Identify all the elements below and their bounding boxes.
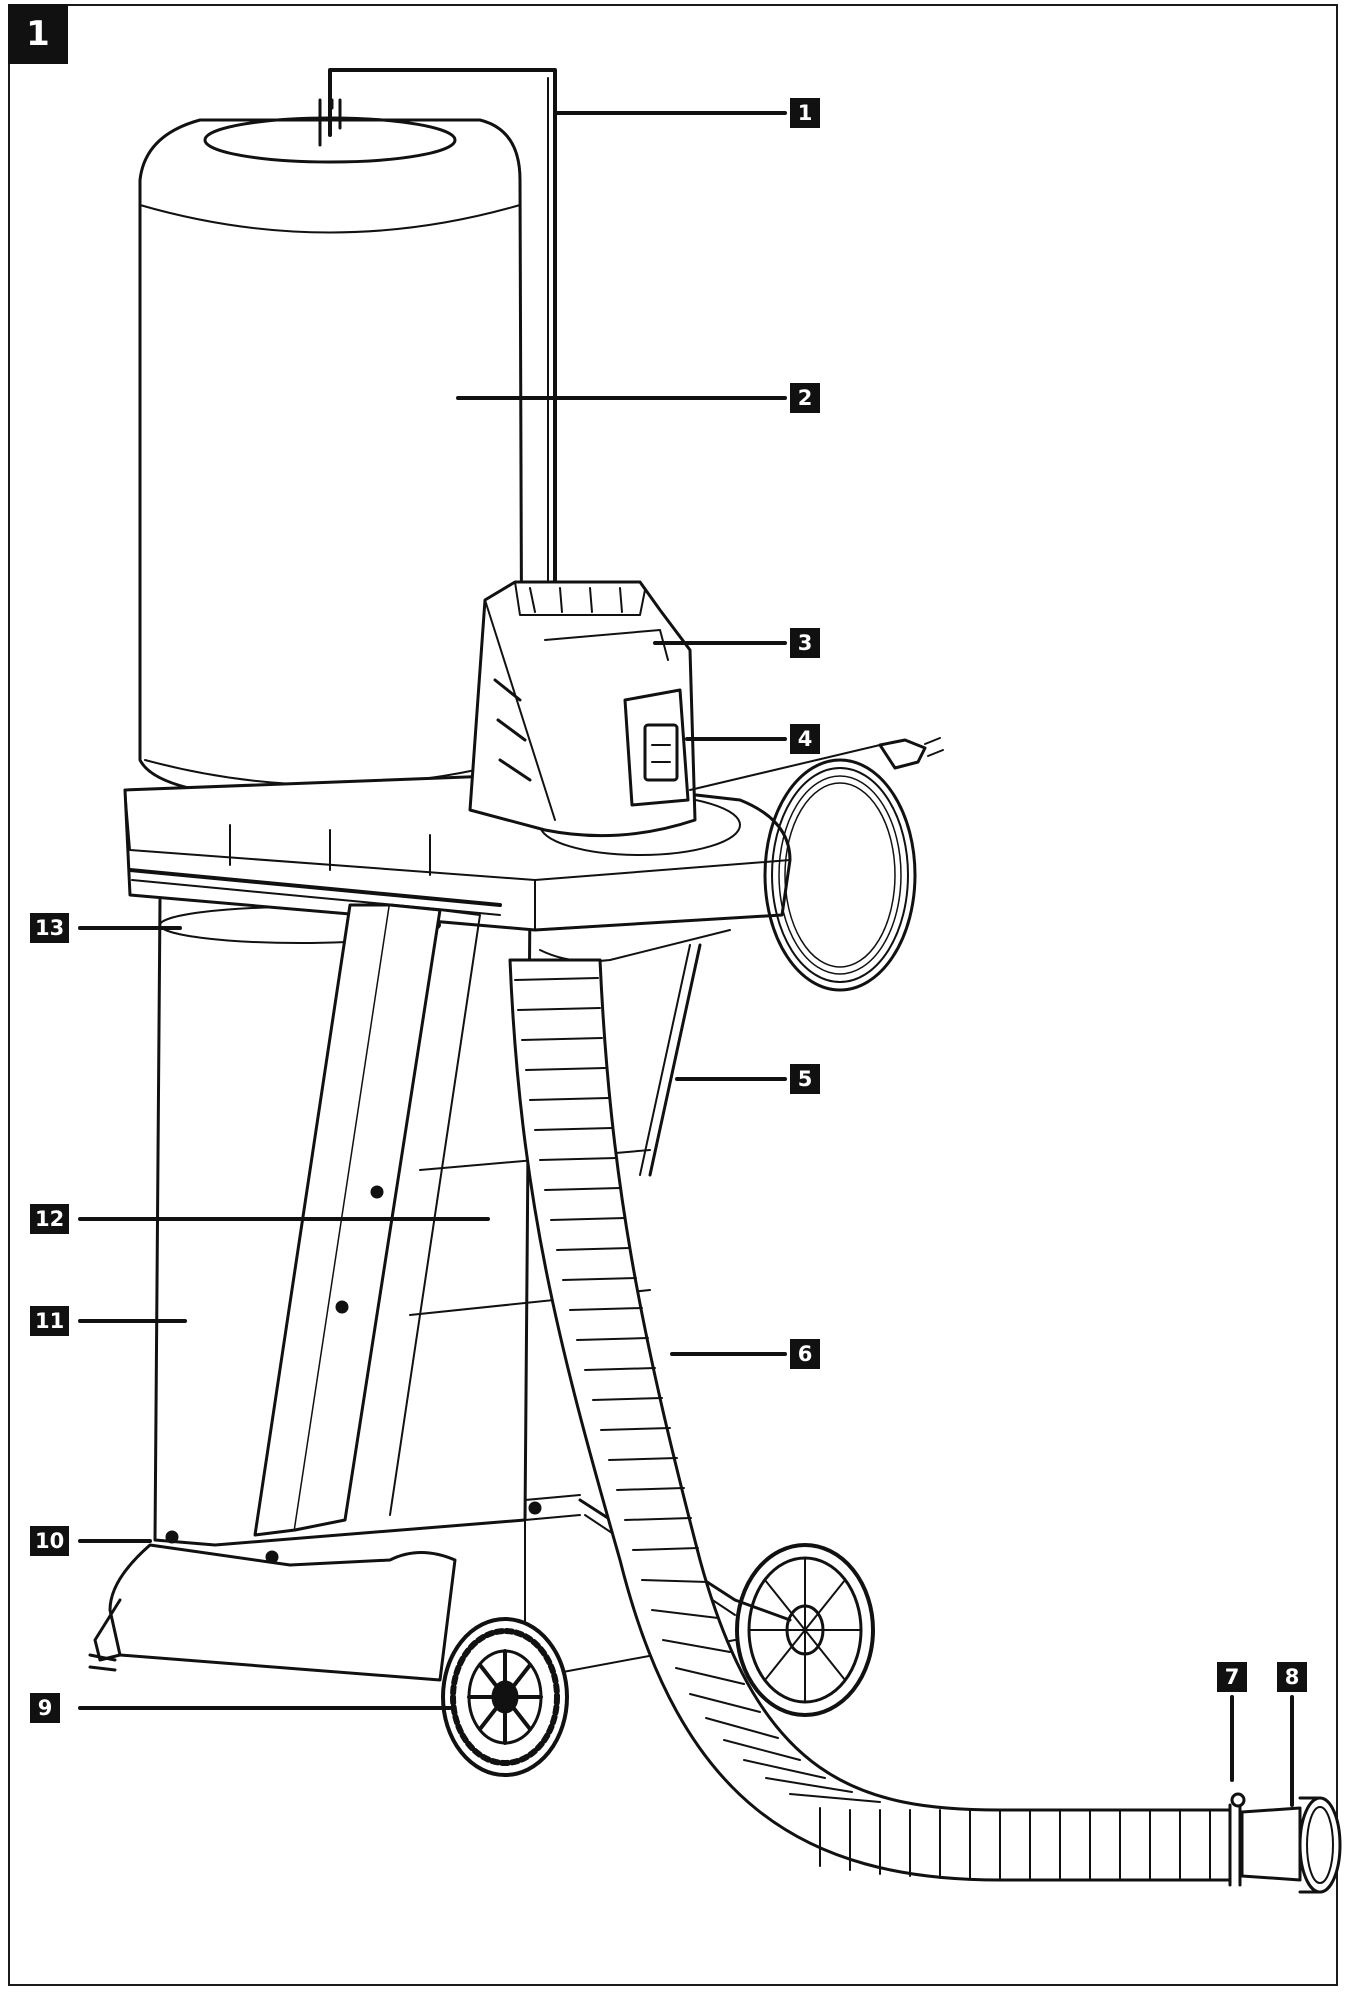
hanging-rod xyxy=(318,68,557,592)
callout-5: 5 xyxy=(790,1064,820,1094)
callout-3: 3 xyxy=(790,628,820,658)
callout-4: 4 xyxy=(790,724,820,754)
callout-9: 9 xyxy=(30,1693,60,1723)
callout-7: 7 xyxy=(1217,1662,1247,1692)
callout-12: 12 xyxy=(30,1204,70,1234)
callout-1: 1 xyxy=(790,98,820,128)
filter-bag xyxy=(138,116,524,802)
callout-2: 2 xyxy=(790,383,820,413)
callout-6: 6 xyxy=(790,1339,820,1369)
rear-wheel xyxy=(733,1543,875,1717)
callout-13: 13 xyxy=(30,913,70,943)
callout-10: 10 xyxy=(30,1526,70,1556)
motor-housing xyxy=(468,580,697,838)
callout-11: 11 xyxy=(30,1306,70,1336)
front-wheel xyxy=(441,1617,569,1777)
leader-lines xyxy=(78,111,1294,1807)
callout-8: 8 xyxy=(1277,1662,1307,1692)
figure-number-badge: 1 xyxy=(8,4,68,64)
hose-adapter xyxy=(1240,1796,1342,1894)
power-cable xyxy=(689,737,944,992)
hose-clamp xyxy=(1228,1792,1246,1887)
hose xyxy=(508,958,1232,1882)
